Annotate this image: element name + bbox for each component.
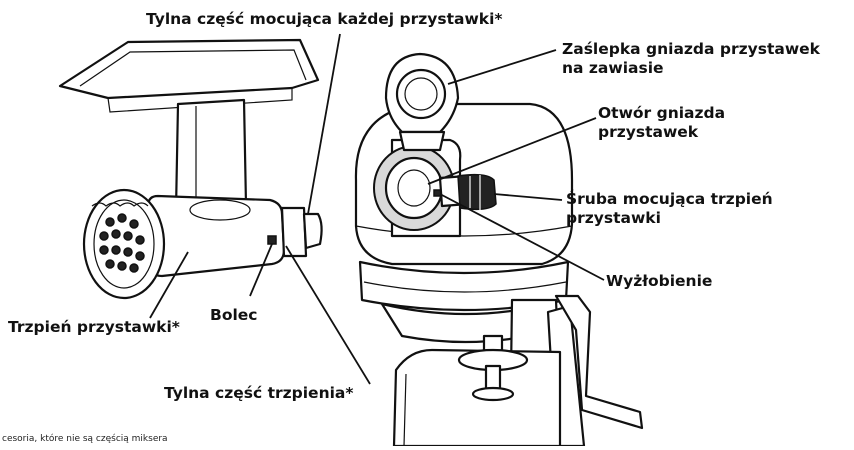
label-socket: Otwór gniazda przystawek [598,104,725,142]
rear-collar [280,206,308,258]
meat-grinder-attachment [58,38,323,300]
label-shaft-rear: Tylna część trzpienia* [164,384,354,402]
label-pin: Bolec [210,306,258,324]
label-hinged-cap-line1: Zaślepka gniazda przystawek [562,40,820,58]
label-rear-attachment: Tylna część mocująca każdej przystawki* [146,10,503,28]
label-notch: Wyżłobienie [606,272,713,290]
label-knob-line2: przystawki [566,209,661,227]
leader-lines [149,33,605,385]
label-hinged-cap-line2: na zawiasie [562,59,664,77]
footnote: cesoria, które nie są częścią miksera [2,434,168,444]
tilt-lever [554,294,644,430]
label-knob-line1: Śruba mocująca trzpień [566,190,773,208]
mixer-head [354,52,574,344]
pin-mark [267,235,277,245]
shaft-rear-tip [302,212,323,250]
label-socket-line1: Otwór gniazda [598,104,726,122]
cutting-plate-holes [99,213,145,273]
label-hinged-cap: Zaślepka gniazda przystawek na zawiasie [562,40,820,78]
stand [392,294,644,448]
feeding-tube [174,98,248,212]
attachment-knob [457,173,497,211]
hopper-tray [58,38,320,100]
hinged-cap [384,52,460,152]
label-knob: Śruba mocująca trzpień przystawki [566,190,773,228]
ring-nut [82,188,166,300]
label-shaft: Trzpień przystawki* [8,318,180,336]
label-socket-line2: przystawek [598,123,699,141]
